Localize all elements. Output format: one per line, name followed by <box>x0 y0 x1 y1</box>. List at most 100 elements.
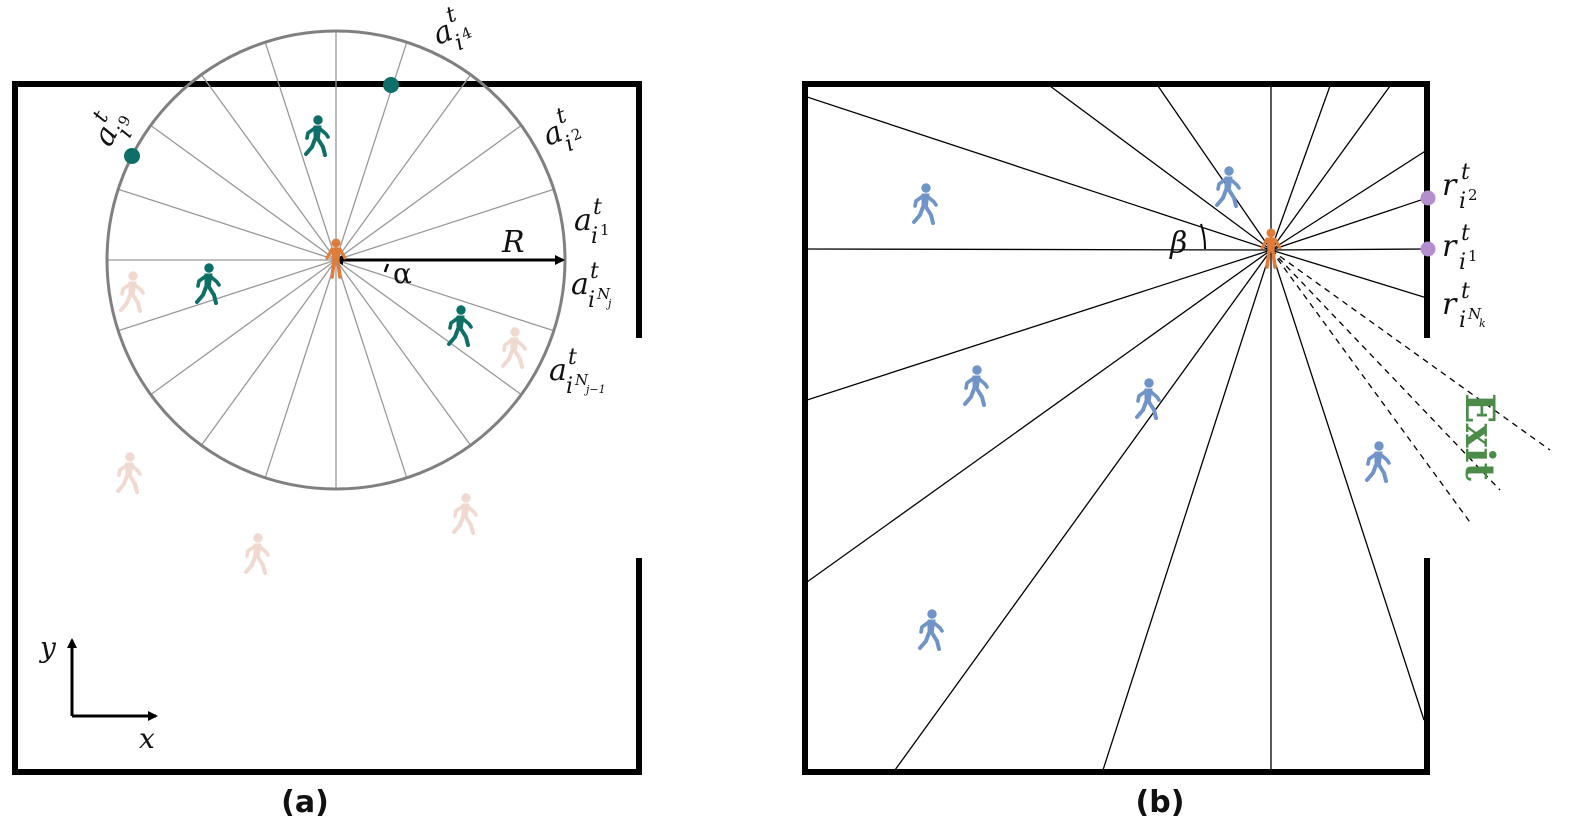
action-label-aNj-1-part: j−1 <box>583 383 606 396</box>
axis-y-label: y <box>38 631 57 664</box>
sector-line <box>335 124 522 261</box>
sector-line <box>335 259 555 332</box>
ray-line <box>1270 149 1427 251</box>
dashed-ray-line <box>1270 249 1551 451</box>
ray-line <box>1270 197 1427 251</box>
sector-line <box>335 259 522 396</box>
perception-circle <box>105 29 567 491</box>
ray-line <box>807 248 1272 251</box>
ray-line <box>1270 249 1425 721</box>
blue-agent-icon <box>1365 439 1391 483</box>
sector-line <box>335 259 408 479</box>
ray-line <box>807 96 1272 251</box>
sector-line <box>335 188 555 261</box>
exit-label: Exit <box>1456 393 1503 482</box>
alpha-label: α <box>393 257 412 290</box>
sector-line <box>150 124 337 261</box>
sector-line <box>200 259 337 446</box>
blue-agent-icon <box>963 363 989 407</box>
neighbor-agent-icon <box>447 303 473 347</box>
ray-label-r2-part: r <box>1442 168 1458 203</box>
action-label-aNj-1-part: i <box>566 374 573 399</box>
action-label-aNj-part: i <box>588 288 595 313</box>
dashed-ray-line <box>1270 249 1501 491</box>
sector-line <box>264 259 337 479</box>
ray-label-rNk-part: i <box>1459 308 1466 333</box>
ray-marker-r1 <box>1420 241 1436 257</box>
action-marker-a4 <box>383 77 399 93</box>
ray-lines-b <box>807 86 1427 770</box>
faded-agent-icon <box>119 269 145 313</box>
axes: y x <box>38 631 158 755</box>
sector-line <box>335 41 408 261</box>
ray-label-r1-part: r <box>1442 229 1458 264</box>
neighbor-agent-icon <box>304 113 330 157</box>
action-label-a1-part: t <box>593 195 602 220</box>
ray-label-rNk-part: t <box>1461 279 1470 304</box>
ray-label-r2-part: i <box>1459 189 1466 214</box>
ray-label-rNk-part: r <box>1442 287 1458 322</box>
ray-label-r2-part: 2 <box>1468 186 1478 204</box>
action-label-aNj-part: j <box>605 297 612 310</box>
action-label-aNj-1-part: N <box>574 371 589 389</box>
sector-line <box>335 74 472 261</box>
ray-line <box>807 249 1272 401</box>
sector-line <box>117 259 337 332</box>
neighbor-agents <box>195 113 473 347</box>
blue-agent-icon <box>1135 376 1161 420</box>
ray-label-rNk-part: k <box>1479 317 1486 330</box>
ray-line <box>1270 249 1427 299</box>
action-label-aNj-part: N <box>596 285 611 303</box>
room-b-walls <box>802 81 1430 775</box>
faded-agent-icon <box>501 325 527 369</box>
axis-x-label: x <box>139 722 155 755</box>
ray-line <box>1270 86 1331 251</box>
ray-line <box>894 249 1272 770</box>
radius-label: R <box>501 225 525 260</box>
neighbor-agent-icon <box>195 261 221 305</box>
caption-b: (b) <box>1136 785 1185 820</box>
ray-label-rNk-part: N <box>1467 305 1482 323</box>
sector-line <box>335 259 472 446</box>
ray-label-r1-part: 1 <box>1468 247 1478 265</box>
faded-agent-icon <box>116 450 142 494</box>
ray-line <box>1270 86 1391 251</box>
beta-label: β <box>1169 226 1187 261</box>
sector-line <box>117 188 337 261</box>
action-marker-a9 <box>124 148 140 164</box>
ray-label-r2-part: t <box>1461 160 1470 185</box>
sector-lines-a <box>107 31 565 489</box>
action-label-aNj-part: a <box>571 267 589 302</box>
caption-a: (a) <box>281 785 329 820</box>
action-label-a1-part: a <box>574 203 592 238</box>
room-a-walls <box>12 81 642 775</box>
dashed-rays-b <box>1270 249 1551 526</box>
ray-line <box>807 249 1272 583</box>
action-label-aNj-part: t <box>590 259 599 284</box>
action-label-a1-part: 1 <box>600 221 610 239</box>
sector-line <box>150 259 337 396</box>
action-label-aNj-1-part: t <box>568 345 577 370</box>
ray-line <box>1049 86 1272 251</box>
ray-line <box>1157 86 1272 251</box>
blue-agent-icon <box>1215 164 1241 208</box>
ray-line <box>1270 248 1427 251</box>
ray-label-r1-part: i <box>1459 250 1466 275</box>
faded-agent-icon <box>244 531 270 575</box>
blue-agent-icon <box>918 607 944 651</box>
dashed-ray-line <box>1270 249 1473 526</box>
faded-agent-icon <box>452 491 478 535</box>
blue-agents <box>912 164 1391 651</box>
ray-marker-r2 <box>1420 190 1436 206</box>
